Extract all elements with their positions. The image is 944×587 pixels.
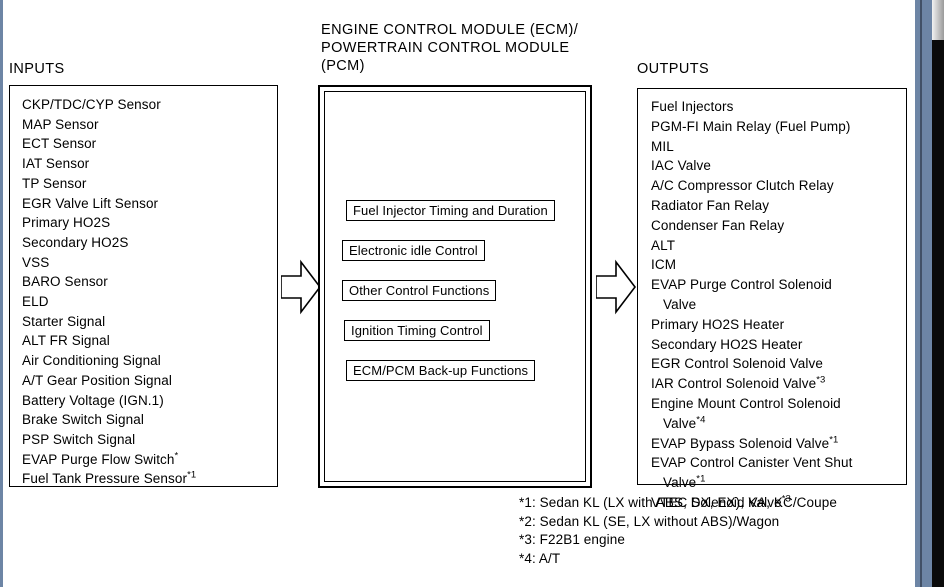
output-list-item: EVAP Purge Control Solenoid [651, 277, 832, 293]
ecm-function-box-electronic-idle-control: Electronic idle Control [342, 240, 485, 261]
outputs-heading: OUTPUTS [637, 61, 710, 77]
inputs-heading: INPUTS [9, 61, 65, 77]
input-list-item: Air Conditioning Signal [22, 353, 161, 369]
ecm-function-box-ignition-timing-control: Ignition Timing Control [344, 320, 490, 341]
footnote-marker: *3 [781, 493, 791, 505]
output-list-item: MIL [651, 138, 674, 154]
input-list-item: VSS [22, 254, 50, 270]
ecm-panel-inner-border [324, 91, 586, 482]
input-list-item: A/T Gear Position Signal [22, 372, 172, 388]
output-list-item: IAR Control Solenoid Valve*3 [651, 374, 826, 392]
scrollbar-thumb[interactable] [932, 0, 944, 40]
ecm-function-box-backup-functions: ECM/PCM Back-up Functions [346, 360, 536, 381]
output-list-item: Valve*4 [663, 414, 706, 431]
output-list-item: Radiator Fan Relay [651, 197, 770, 213]
footnote-marker: *1 [829, 434, 839, 446]
input-list-item: PSP Switch Signal [22, 431, 136, 447]
input-list-item: EVAP Purge Flow Switch* [22, 450, 179, 467]
ecm-panel: Fuel Injector Timing and Duration Electr… [318, 85, 592, 488]
window-left-edge-inner [3, 0, 5, 587]
ecm-heading: ENGINE CONTROL MODULE (ECM)/ POWERTRAIN … [321, 22, 579, 74]
input-list-item: Secondary HO2S [22, 234, 129, 250]
input-list-item: MAP Sensor [22, 116, 99, 132]
footnote-line: *1: Sedan KL (LX with ABS, DX, EX), KA, … [519, 495, 837, 510]
output-list-item: Engine Mount Control Solenoid [651, 395, 841, 411]
input-list-item: CKP/TDC/CYP Sensor [22, 97, 161, 112]
output-list-item: Valve*1 [663, 473, 706, 491]
footnote-marker: *4 [696, 414, 706, 426]
output-list-item: PGM-FI Main Relay (Fuel Pump) [651, 118, 851, 134]
output-list-item: Valve [663, 296, 697, 312]
footnotes-block: *1: Sedan KL (LX with ABS, DX, EX), KA, … [519, 494, 837, 568]
output-list-item: EVAP Bypass Solenoid Valve*1 [651, 434, 839, 451]
output-list-item: Fuel Injectors [651, 99, 734, 114]
input-list-item: Starter Signal [22, 313, 106, 329]
footnote-marker: *1 [187, 469, 197, 481]
ecm-function-box-other-control-functions: Other Control Functions [342, 280, 497, 301]
inputs-to-ecm-arrow-icon [280, 258, 322, 316]
footnote-line: *3: F22B1 engine [519, 532, 625, 547]
ecm-function-box-fuel-injector-timing: Fuel Injector Timing and Duration [346, 200, 555, 221]
input-list-item: ELD [22, 294, 49, 310]
output-list-item: Primary HO2S Heater [651, 316, 785, 332]
footnote-marker: *3 [816, 374, 826, 386]
input-list-item: ECT Sensor [22, 136, 97, 152]
window-left-edge [0, 0, 3, 587]
footnote-marker: *1 [696, 473, 706, 485]
output-list-item: IAC Valve [651, 158, 711, 174]
output-list-item: VTEC Solenoid Valve*3 [651, 493, 791, 510]
output-list-item: A/C Compressor Clutch Relay [651, 178, 834, 194]
scrollbar-separator [920, 0, 922, 587]
output-list-item: EVAP Control Canister Vent Shut [651, 455, 853, 471]
input-list-item: Primary HO2S [22, 215, 111, 231]
ecm-to-outputs-arrow-icon [595, 258, 637, 316]
input-list-item: Battery Voltage (IGN.1) [22, 392, 164, 408]
input-list-item: EGR Valve Lift Sensor [22, 195, 159, 211]
output-list-item: ICM [651, 257, 677, 273]
input-list-item: IAT Sensor [22, 156, 90, 172]
input-list-item: TP Sensor [22, 175, 87, 191]
output-list-item: Condenser Fan Relay [651, 217, 785, 233]
input-list-item: BARO Sensor [22, 274, 108, 290]
vertical-scrollbar[interactable] [915, 0, 944, 587]
footnote-line: *2: Sedan KL (SE, LX without ABS)/Wagon [519, 513, 780, 529]
footnote-line: *4: A/T [519, 550, 561, 566]
footnote-marker: * [174, 450, 179, 462]
input-list-item: Fuel Tank Pressure Sensor*1 [22, 469, 197, 487]
output-list-item: Secondary HO2S Heater [651, 336, 803, 352]
input-list-item: ALT FR Signal [22, 333, 110, 349]
scrollbar-track-fill[interactable] [932, 40, 944, 587]
output-list-item: ALT [651, 237, 676, 253]
input-list-item: Brake Switch Signal [22, 412, 144, 428]
output-list-item: EGR Control Solenoid Valve [651, 356, 823, 372]
